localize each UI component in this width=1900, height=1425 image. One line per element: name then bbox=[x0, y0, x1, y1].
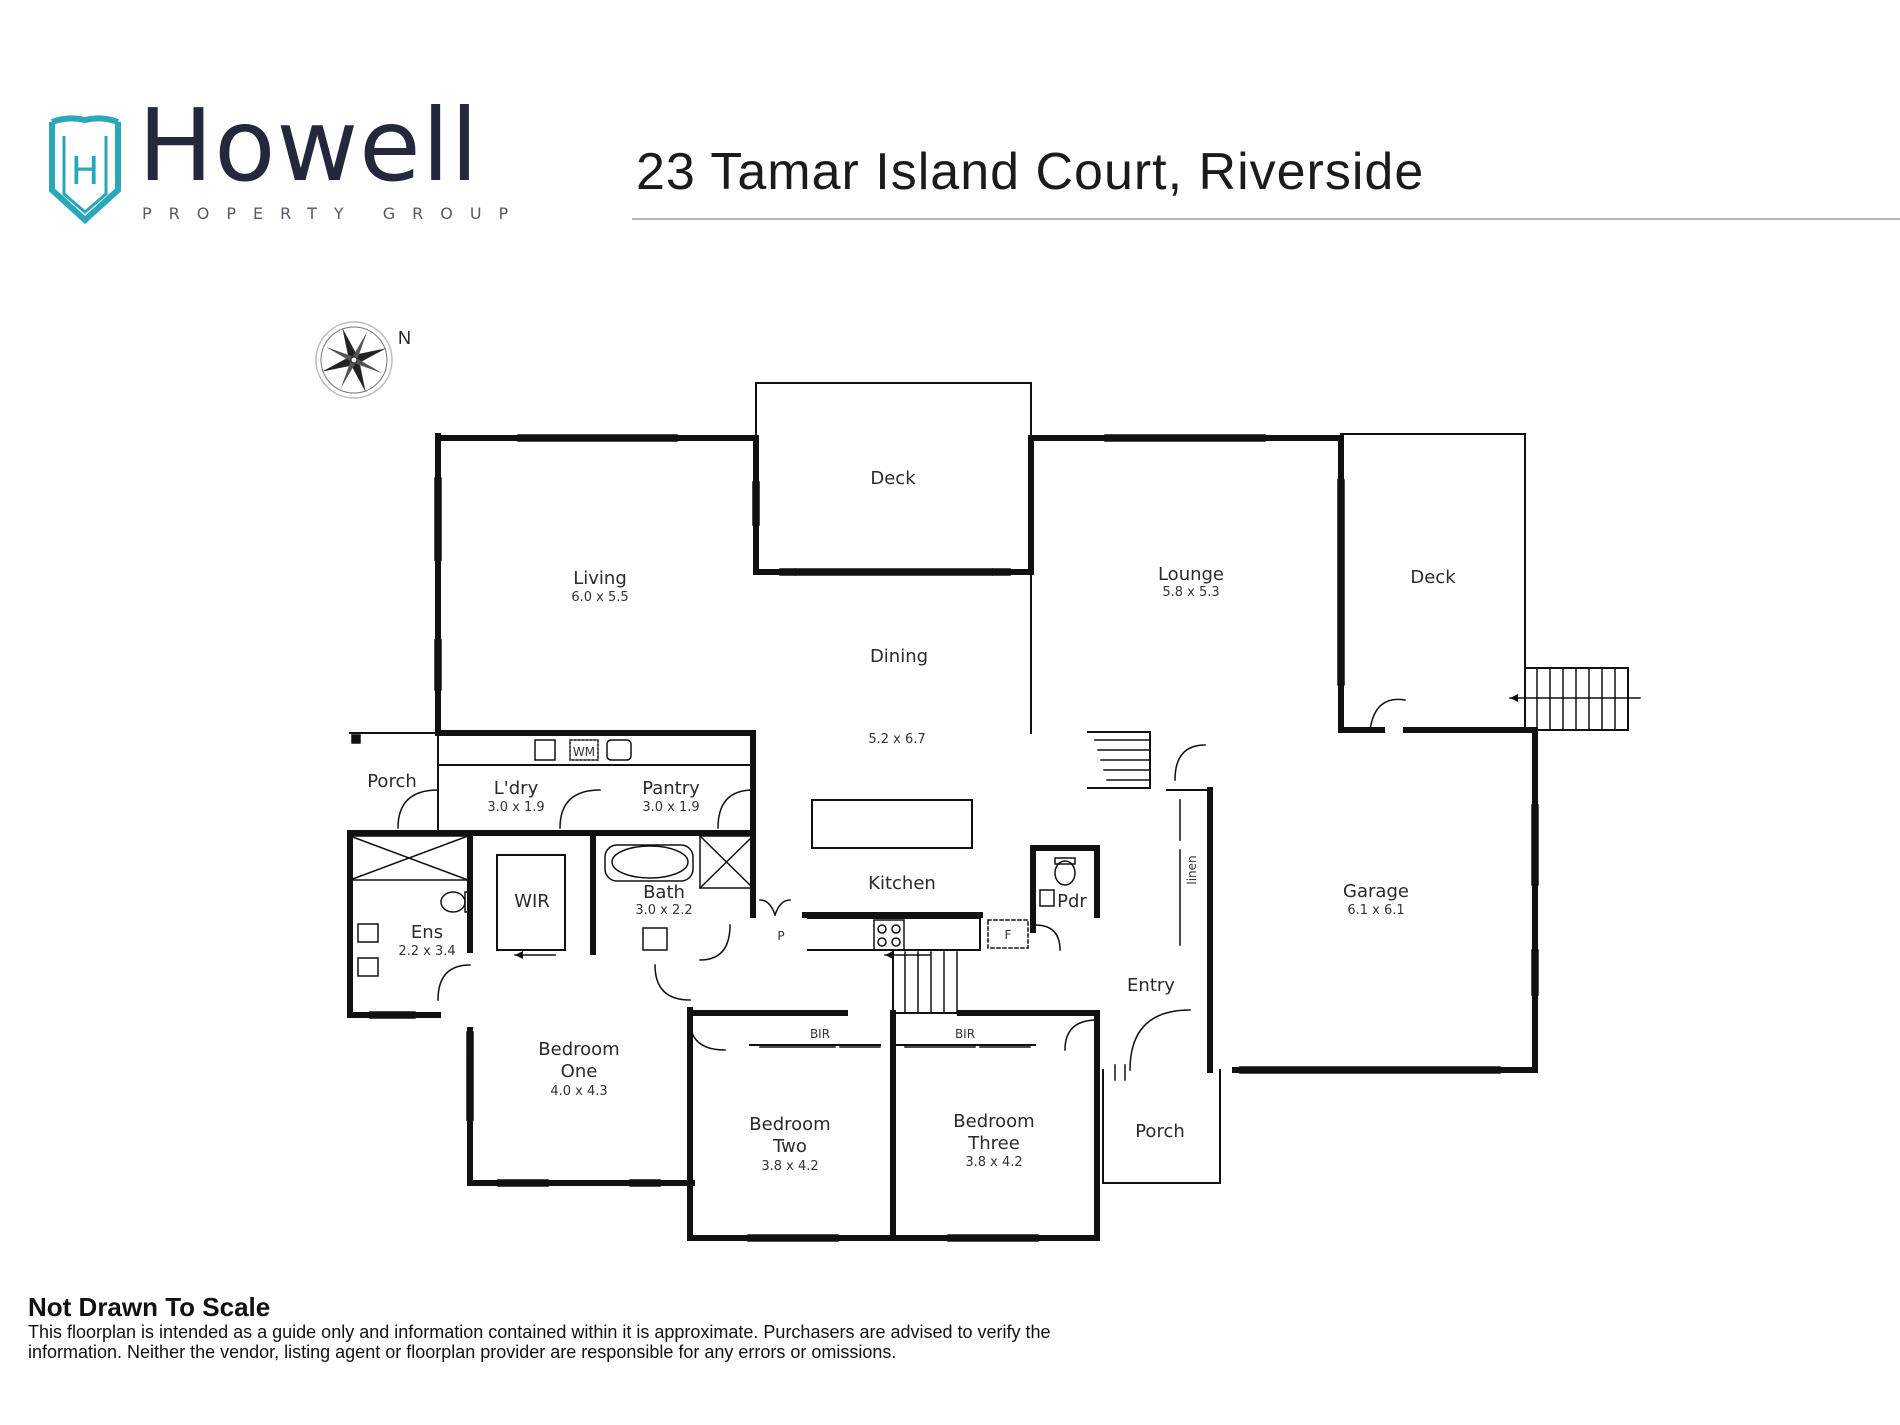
linen-cupboard bbox=[1166, 789, 1211, 1014]
entry-porch-outline bbox=[1102, 1069, 1221, 1184]
label-linen: linen bbox=[1185, 855, 1199, 884]
dim-pantry: 3.0 x 1.9 bbox=[642, 800, 699, 815]
disclaimer-title: Not Drawn To Scale bbox=[28, 1292, 271, 1322]
label-fridge: F bbox=[1005, 928, 1012, 942]
dim-ldry: 3.0 x 1.9 bbox=[487, 800, 544, 815]
dim-ens: 2.2 x 3.4 bbox=[398, 944, 455, 959]
label-kitchen: Kitchen bbox=[868, 873, 936, 894]
label-living: Living bbox=[573, 568, 627, 589]
dim-bed2: 3.8 x 4.2 bbox=[761, 1159, 818, 1174]
label-bed3-line1: Bedroom bbox=[953, 1111, 1034, 1132]
dim-garage: 6.1 x 6.1 bbox=[1347, 903, 1404, 918]
label-ens: Ens bbox=[411, 922, 443, 943]
dim-lounge: 5.8 x 5.3 bbox=[1162, 585, 1219, 600]
label-pantry: Pantry bbox=[642, 778, 700, 799]
brand-monogram: H bbox=[71, 149, 100, 193]
compass-north-label: N bbox=[398, 328, 411, 348]
disclaimer-text: This floorplan is intended as a guide on… bbox=[28, 1322, 1051, 1362]
compass-icon bbox=[315, 321, 393, 399]
label-bed3-line2: Three bbox=[967, 1133, 1020, 1154]
label-porch-left: Porch bbox=[367, 771, 417, 792]
label-washing-machine: WM bbox=[573, 745, 595, 759]
wall-ens bbox=[347, 830, 441, 1018]
label-ldry: L'dry bbox=[494, 778, 539, 799]
wall-pdr bbox=[1030, 845, 1100, 933]
kitchen-island bbox=[811, 799, 973, 849]
label-lounge: Lounge bbox=[1158, 564, 1224, 585]
brand-name: Howell bbox=[138, 87, 480, 204]
label-bed1-line2: One bbox=[561, 1061, 598, 1082]
deck-top-outline bbox=[755, 382, 1032, 439]
brand-tagline: PROPERTY GROUP bbox=[142, 204, 526, 223]
dim-bed1: 4.0 x 4.3 bbox=[550, 1084, 607, 1099]
label-pdr: Pdr bbox=[1057, 891, 1087, 912]
label-bir-1: BIR bbox=[810, 1027, 830, 1041]
label-dining: Dining bbox=[870, 646, 928, 667]
brand-shield-logo: H bbox=[49, 115, 121, 224]
label-garage: Garage bbox=[1343, 881, 1409, 902]
porch-left-outline bbox=[349, 732, 439, 834]
label-bed2-line1: Bedroom bbox=[749, 1114, 830, 1135]
label-porch-bottom: Porch bbox=[1135, 1121, 1185, 1142]
stair-bottom bbox=[892, 949, 961, 1014]
dim-bath: 3.0 x 2.2 bbox=[635, 903, 692, 918]
label-wir: WIR bbox=[514, 891, 550, 912]
label-bed2-line2: Two bbox=[772, 1136, 807, 1157]
dim-living: 6.0 x 5.5 bbox=[571, 590, 628, 605]
wall-ldry-north bbox=[435, 730, 756, 836]
wir-inner bbox=[496, 854, 566, 951]
dim-dining: 5.2 x 6.7 bbox=[868, 732, 925, 747]
address-underline bbox=[632, 218, 1900, 220]
label-bed1-line1: Bedroom bbox=[538, 1039, 619, 1060]
label-bir-2: BIR bbox=[955, 1027, 975, 1041]
dim-bed3: 3.8 x 4.2 bbox=[965, 1155, 1022, 1170]
label-entry: Entry bbox=[1127, 975, 1175, 996]
label-deck-right: Deck bbox=[1410, 567, 1456, 588]
deck-right-outline bbox=[1340, 433, 1526, 731]
label-bath: Bath bbox=[643, 882, 685, 903]
property-address: 23 Tamar Island Court, Riverside bbox=[636, 143, 1425, 201]
wall-garage-north-b bbox=[1232, 727, 1538, 1073]
label-pantry-cupboard: P bbox=[777, 929, 784, 943]
label-deck-top: Deck bbox=[870, 468, 916, 489]
